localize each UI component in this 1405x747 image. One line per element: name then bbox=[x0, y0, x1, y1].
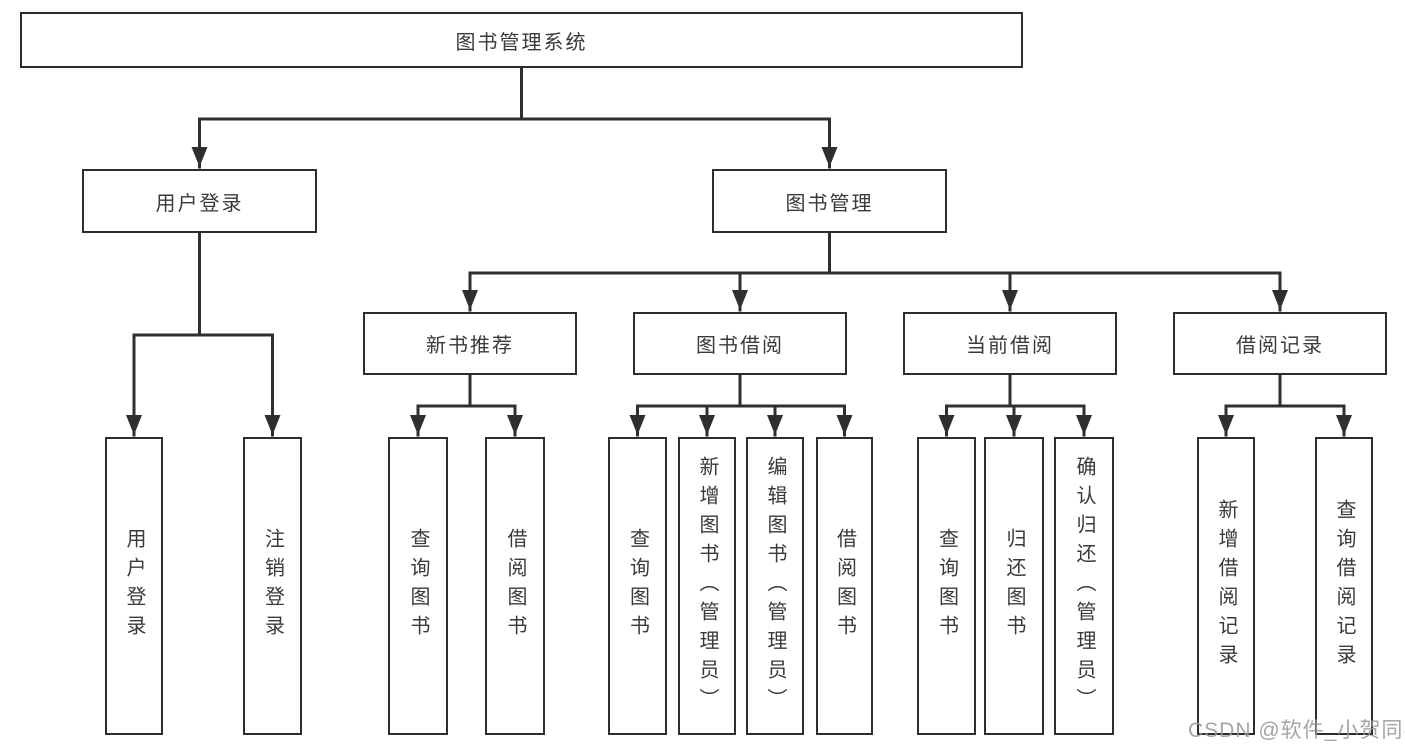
node-label-nb-borrow: 借阅图书 bbox=[504, 528, 526, 644]
node-root: 图书管理系统 bbox=[20, 12, 1023, 68]
node-newbook: 新书推荐 bbox=[363, 312, 577, 375]
node-bb-borrow: 借阅图书 bbox=[816, 437, 873, 735]
node-label-cb-query: 查询图书 bbox=[935, 528, 958, 644]
node-label-nb-query: 查询图书 bbox=[407, 528, 429, 644]
connector-lines bbox=[126, 66, 1352, 437]
node-label-root: 图书管理系统 bbox=[455, 31, 588, 54]
node-label-newbook: 新书推荐 bbox=[426, 335, 514, 357]
node-label-br-add: 新增借阅记录 bbox=[1215, 499, 1237, 673]
node-label-current: 当前借阅 bbox=[966, 335, 1054, 357]
node-nb-borrow: 借阅图书 bbox=[485, 437, 545, 735]
node-label-leaf-logout: 注销登录 bbox=[261, 528, 284, 644]
node-cb-confirm: 确认归还（管理员） bbox=[1054, 437, 1114, 735]
node-label-bb-borrow: 借阅图书 bbox=[833, 528, 856, 644]
node-leaf-logout: 注销登录 bbox=[243, 437, 302, 735]
node-cb-return: 归还图书 bbox=[984, 437, 1044, 735]
node-label-bb-query: 查询图书 bbox=[626, 528, 649, 644]
node-bb-edit: 编辑图书（管理员） bbox=[746, 437, 804, 735]
watermark: CSDN @软件_小贺同学 bbox=[1188, 719, 1405, 742]
node-label-cb-return: 归还图书 bbox=[1003, 528, 1025, 644]
node-label-br-query: 查询借阅记录 bbox=[1333, 499, 1355, 673]
node-bb-query: 查询图书 bbox=[608, 437, 667, 735]
node-borrow: 图书借阅 bbox=[633, 312, 847, 375]
node-bb-add: 新增图书（管理员） bbox=[678, 437, 736, 735]
node-leaf-user-login: 用户登录 bbox=[105, 437, 163, 735]
node-label-bb-add: 新增图书（管理员） bbox=[696, 455, 718, 717]
node-label-borrow: 图书借阅 bbox=[696, 335, 784, 357]
node-label-cb-confirm: 确认归还（管理员） bbox=[1073, 455, 1095, 717]
node-label-login: 用户登录 bbox=[155, 192, 244, 215]
node-current: 当前借阅 bbox=[903, 312, 1117, 375]
node-label-bb-edit: 编辑图书（管理员） bbox=[764, 455, 786, 717]
node-cb-query: 查询图书 bbox=[917, 437, 976, 735]
node-br-query: 查询借阅记录 bbox=[1315, 437, 1373, 735]
node-label-mgmt: 图书管理 bbox=[785, 192, 874, 215]
node-mgmt: 图书管理 bbox=[712, 169, 947, 233]
node-login: 用户登录 bbox=[82, 169, 317, 233]
node-record: 借阅记录 bbox=[1173, 312, 1387, 375]
node-label-record: 借阅记录 bbox=[1236, 335, 1324, 357]
node-label-leaf-user-login: 用户登录 bbox=[123, 528, 145, 644]
node-nb-query: 查询图书 bbox=[388, 437, 448, 735]
node-br-add: 新增借阅记录 bbox=[1197, 437, 1255, 735]
